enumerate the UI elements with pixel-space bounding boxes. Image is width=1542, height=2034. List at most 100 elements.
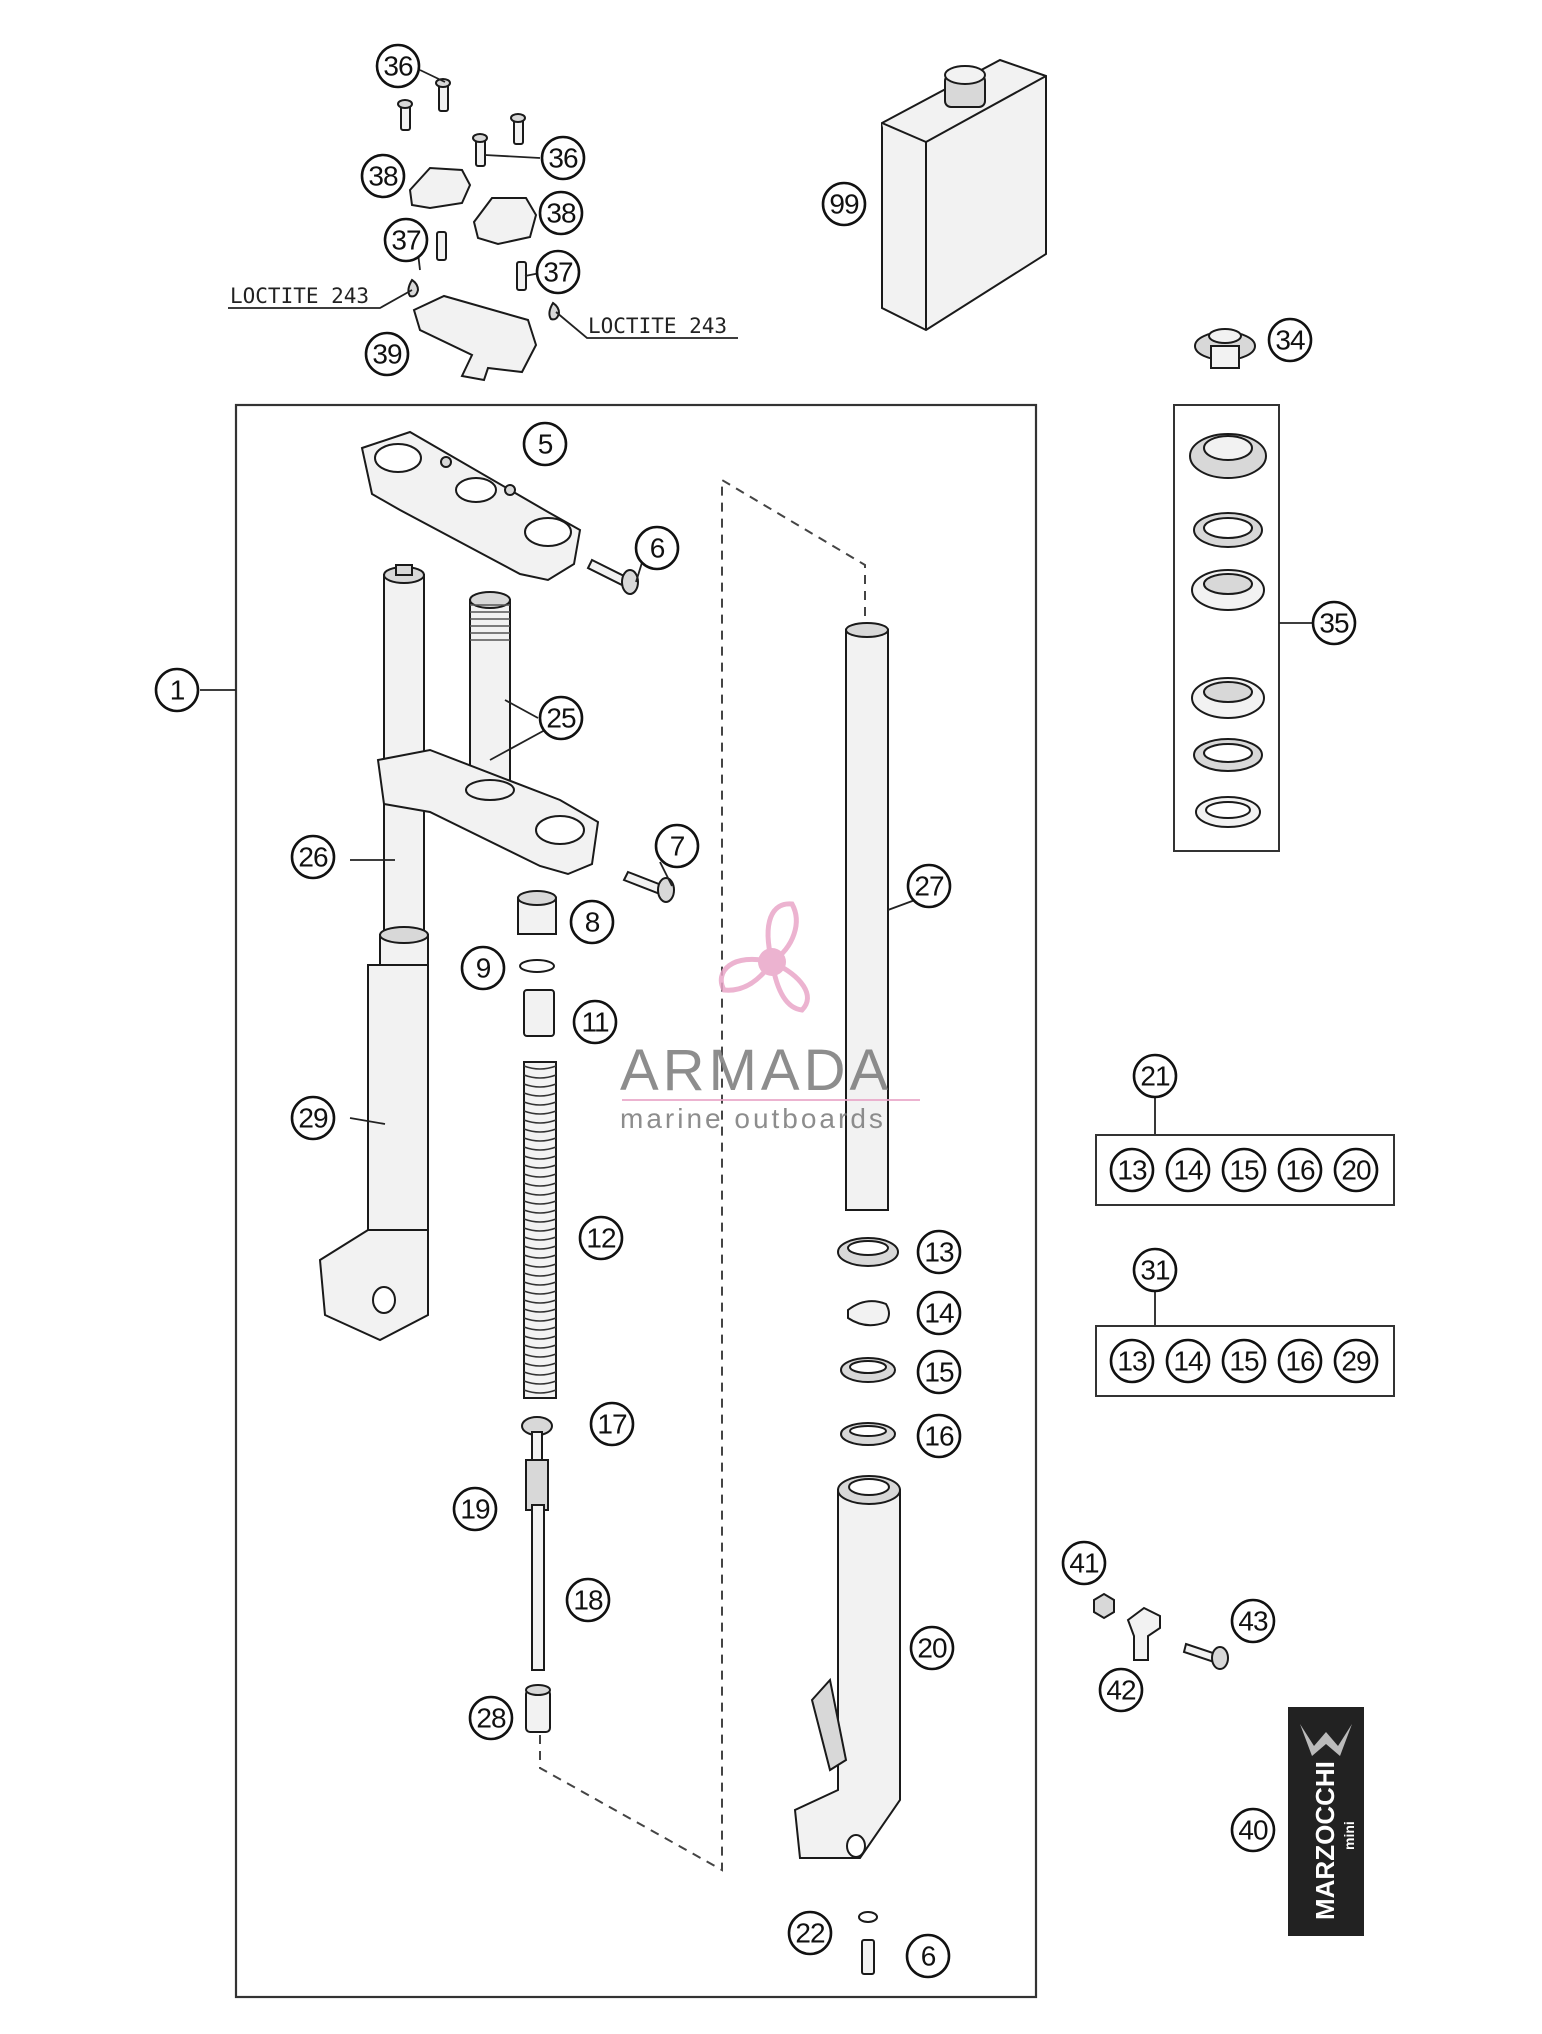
svg-text:43: 43 [1238, 1606, 1268, 1637]
svg-text:36: 36 [383, 51, 413, 82]
svg-text:7: 7 [670, 831, 685, 862]
callout-36-a: 36 [375, 43, 421, 89]
kit-21-item-13: 13 [1109, 1147, 1155, 1193]
callout-31: 31 [1132, 1247, 1178, 1293]
callout-34: 34 [1267, 317, 1313, 363]
fork-cap-8 [517, 890, 557, 935]
callout-41: 41 [1061, 1540, 1107, 1586]
kit-31-item-16: 16 [1277, 1338, 1323, 1384]
svg-text:20: 20 [1341, 1155, 1371, 1186]
cable-clamp-42 [1126, 1606, 1161, 1661]
watermark-tagline: marine outboards [620, 1103, 886, 1134]
svg-text:15: 15 [1229, 1155, 1259, 1186]
assembly-dash-line [539, 478, 866, 1872]
callout-11: 11 [572, 999, 618, 1045]
callout-37-b: 37 [535, 249, 581, 295]
svg-text:14: 14 [924, 1298, 954, 1329]
loctite-drop-b [548, 301, 561, 321]
callout-99: 99 [821, 181, 867, 227]
svg-text:37: 37 [391, 225, 421, 256]
steering-stem-25 [469, 591, 511, 801]
damper-spring-19 [525, 1459, 549, 1511]
svg-text:6: 6 [650, 533, 665, 564]
svg-text:37: 37 [543, 257, 573, 288]
decal-brand-text: MARZOCCHI [1310, 1761, 1340, 1920]
dust-seal-13 [837, 1237, 899, 1267]
upper-triple-clamp-5 [360, 430, 582, 582]
svg-text:38: 38 [368, 161, 398, 192]
fork-outer-tube-29 [318, 926, 429, 1342]
loctite-note-left: LOCTITE 243 [230, 284, 369, 308]
svg-text:19: 19 [460, 1494, 490, 1525]
callout-29: 29 [290, 1095, 336, 1141]
watermark-brand: ARMADA [620, 1038, 892, 1103]
kit-31-item-29: 29 [1333, 1338, 1379, 1384]
callout-16: 16 [916, 1413, 962, 1459]
svg-text:29: 29 [1341, 1346, 1371, 1377]
callout-13: 13 [916, 1229, 962, 1275]
svg-text:11: 11 [581, 1007, 608, 1038]
svg-text:22: 22 [795, 1918, 825, 1949]
svg-text:17: 17 [597, 1409, 627, 1440]
callout-1: 1 [154, 667, 200, 713]
svg-text:14: 14 [1173, 1155, 1203, 1186]
callout-8: 8 [569, 899, 615, 945]
svg-text:36: 36 [548, 143, 578, 174]
callout-6-top: 6 [634, 525, 680, 571]
callout-40: 40 [1230, 1807, 1276, 1853]
lower-triple-clamp [376, 748, 600, 876]
washer-22 [858, 1911, 878, 1923]
svg-text:9: 9 [476, 953, 491, 984]
bolt-37-b [516, 261, 527, 291]
callout-38-b: 38 [538, 190, 584, 236]
fork-spring-12 [523, 1061, 557, 1399]
callout-20: 20 [909, 1625, 955, 1671]
washer-16 [840, 1422, 896, 1446]
svg-text:39: 39 [372, 339, 402, 370]
bump-stop-28 [525, 1689, 551, 1733]
svg-text:6: 6 [921, 1941, 936, 1972]
fork-assembly-box [234, 403, 1038, 1999]
svg-text:26: 26 [298, 842, 328, 873]
kit-box-31 [1095, 1325, 1395, 1397]
decal-sub-text: mini [1341, 1821, 1357, 1850]
svg-text:31: 31 [1140, 1255, 1170, 1286]
svg-text:13: 13 [1117, 1346, 1147, 1377]
svg-text:99: 99 [829, 189, 859, 220]
svg-text:35: 35 [1319, 608, 1349, 639]
callout-37-a: 37 [383, 217, 429, 263]
svg-text:15: 15 [924, 1357, 954, 1388]
callout-17: 17 [589, 1401, 635, 1447]
svg-text:16: 16 [1285, 1346, 1315, 1377]
svg-text:34: 34 [1275, 325, 1305, 356]
callout-35: 35 [1311, 600, 1357, 646]
callout-14: 14 [916, 1290, 962, 1336]
bolt-36-a [397, 78, 451, 131]
spacer-11 [523, 989, 555, 1037]
svg-text:29: 29 [298, 1103, 328, 1134]
fork-oil-can-99 [881, 58, 1047, 332]
loctite-note-right: LOCTITE 243 [588, 314, 727, 338]
callout-26: 26 [290, 834, 336, 880]
svg-text:38: 38 [546, 198, 576, 229]
callout-6-bottom: 6 [905, 1933, 951, 1979]
clamp-top-38-a [408, 166, 472, 210]
retaining-clip-14 [847, 1300, 890, 1327]
callout-28: 28 [468, 1695, 514, 1741]
kit-box-21 [1095, 1134, 1395, 1206]
callout-22: 22 [787, 1910, 833, 1956]
callout-27: 27 [906, 863, 952, 909]
svg-text:15: 15 [1229, 1346, 1259, 1377]
svg-text:5: 5 [538, 429, 553, 460]
svg-text:25: 25 [546, 703, 576, 734]
leader-lines [349, 555, 916, 1125]
kit-31-item-13: 13 [1109, 1338, 1155, 1384]
propeller-logo [718, 901, 810, 1013]
svg-text:21: 21 [1140, 1061, 1170, 1092]
callout-42: 42 [1098, 1667, 1144, 1713]
handlebar-clamp-group [228, 69, 738, 382]
marzocchi-decal-40: MARZOCCHI mini [1288, 1707, 1364, 1936]
